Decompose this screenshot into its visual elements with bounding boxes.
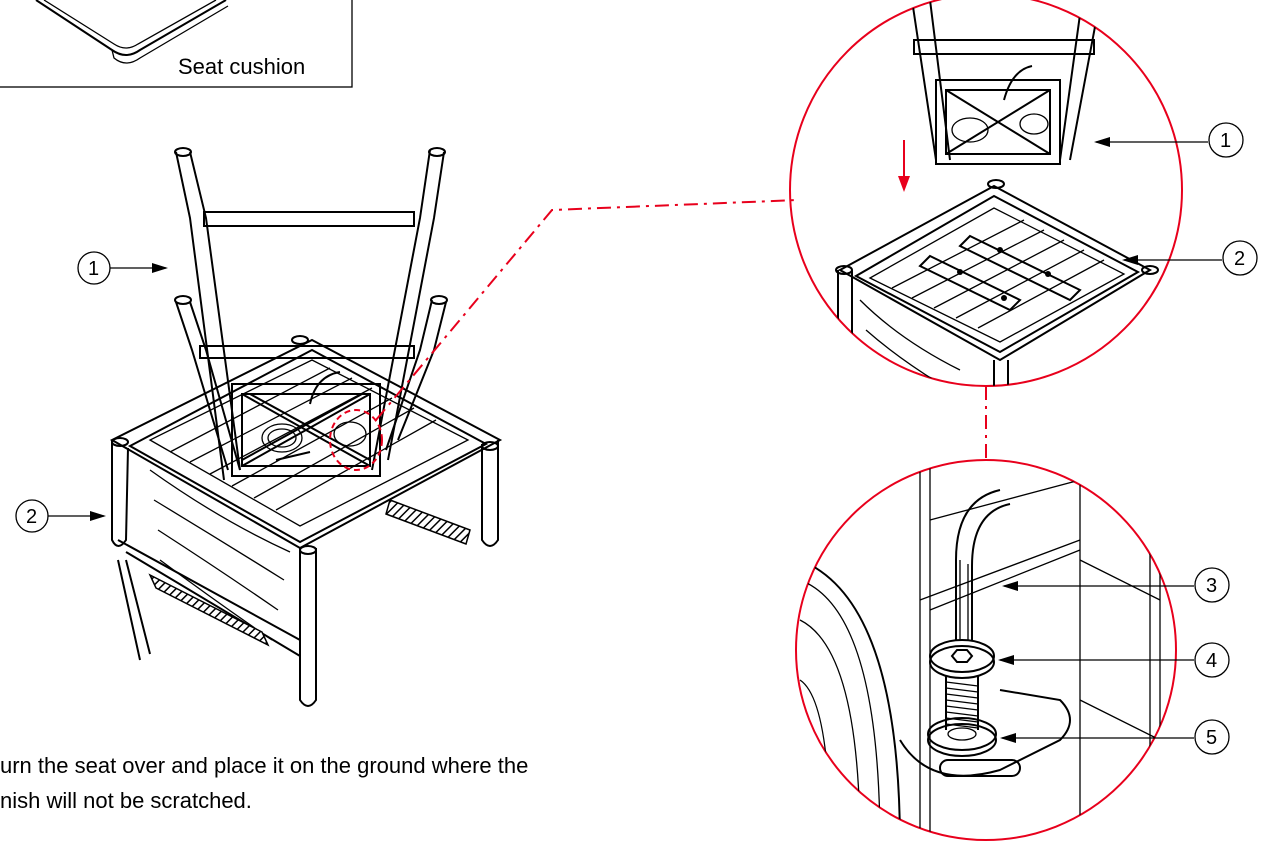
callout-main-2: 2 [15,499,106,533]
callout-detail-5-label: 5 [1206,727,1217,749]
seat-cushion-label: Seat cushion [178,54,305,79]
detail-marker-circle [329,409,383,471]
callout-main-1: 1 [77,251,168,285]
callout-detail-3: 3 [1002,567,1230,603]
callout-detail-2: 2 [1122,240,1258,276]
seat-cushion-frame [0,0,353,88]
upper-chair [174,147,448,481]
callout-detail-2-label: 2 [1234,248,1245,270]
seat-cushion-legend: Seat cushion [0,0,353,88]
detail-view-bottom: 3 4 5 [795,459,1230,841]
instruction-text: urn the seat over and place it on the gr… [0,753,528,813]
callout-main-1-label: 1 [88,258,99,280]
instruction-line-1: urn the seat over and place it on the gr… [0,753,528,778]
seat-frame [109,338,503,707]
seat-cushion-icon [35,0,229,64]
callout-detail-4-label: 4 [1206,650,1217,672]
callout-detail-4: 4 [998,642,1230,678]
callout-detail-3-label: 3 [1206,575,1217,597]
callout-main-2-label: 2 [26,506,37,528]
detail-leader-line [375,199,799,421]
callout-detail-5: 5 [1000,719,1230,755]
callout-detail-1: 1 [1094,122,1244,158]
detail-view-top: 1 2 [789,0,1258,387]
main-chair-illustration: 1 2 [15,147,503,707]
instruction-line-2: nish will not be scratched. [0,788,252,813]
callout-detail-1-label: 1 [1220,130,1231,152]
